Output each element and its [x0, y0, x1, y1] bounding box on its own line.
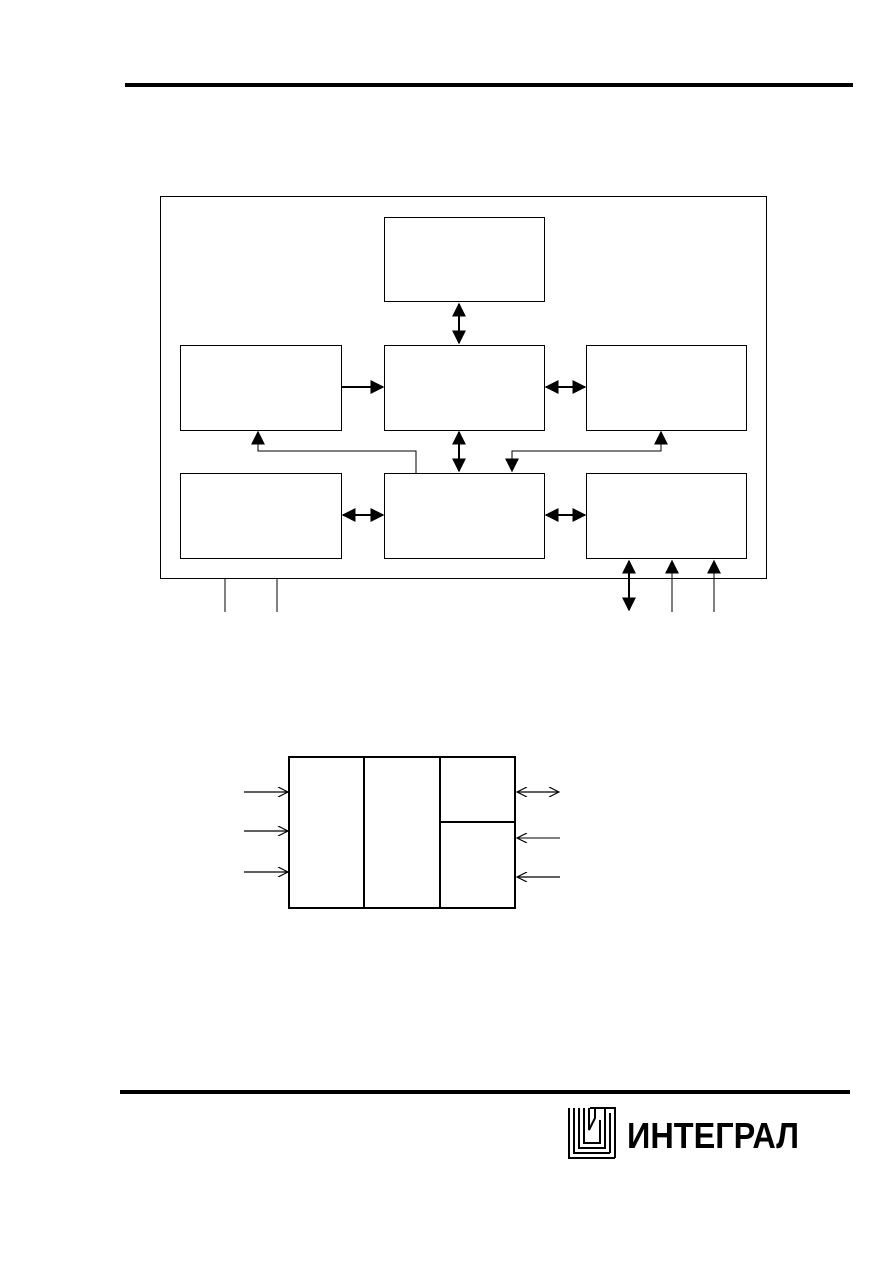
block-middle-center [384, 345, 545, 431]
integral-logo: ИНТЕГРАЛ [568, 1107, 799, 1159]
pinout-symbol [244, 756, 560, 909]
block-middle-right [586, 345, 747, 431]
block-diagram-frame [160, 196, 767, 579]
line-to-middle-left [251, 430, 417, 473]
block-top-center [384, 217, 545, 302]
block-diagram [160, 196, 767, 579]
brand-text: ИНТЕГРАЛ [627, 1115, 799, 1156]
block-bottom-right [586, 473, 747, 559]
pinout-body [288, 756, 516, 909]
block-bottom-center [384, 473, 545, 559]
block-middle-left [180, 345, 342, 431]
block-bottom-left [180, 473, 342, 559]
integral-logo-icon [568, 1107, 616, 1159]
line-to-middle-right [505, 430, 668, 473]
block-diagram-arrows [224, 302, 721, 612]
